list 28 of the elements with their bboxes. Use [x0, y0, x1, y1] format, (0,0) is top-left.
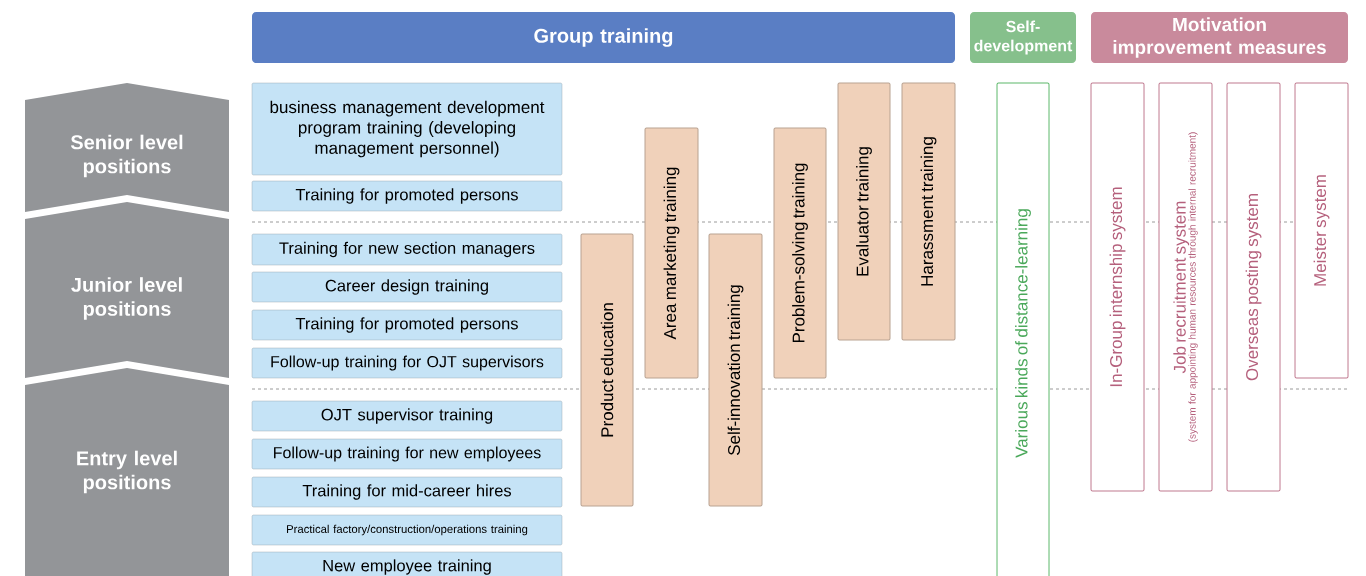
training-bar: Area marketing training [644, 127, 699, 379]
header-band: Motivation improvement measures [1091, 12, 1348, 63]
measure-bar: Job recruitment system (system for appointing human resources through internal recruitment) [1158, 82, 1213, 492]
training-box: business management development program training (developing management personnel) [251, 82, 563, 176]
training-box: New employee training [251, 551, 563, 576]
training-box: Training for mid-career hires [251, 476, 563, 508]
training-bar: Problem-solving training [773, 127, 827, 379]
training-box: Career design training [251, 271, 563, 303]
learning-bar: Various kinds of distance-learning [996, 82, 1050, 576]
header-band: Self-development [970, 12, 1076, 63]
training-bar: Harassment training [901, 82, 956, 341]
level-band: Senior level positions [25, 83, 229, 212]
measure-bar: Overseas posting system [1226, 82, 1281, 492]
training-bar: Self-innovation training [708, 233, 763, 507]
measure-bar: In-Group internship system [1090, 82, 1145, 492]
training-box: OJT supervisor training [251, 400, 563, 432]
training-bar: Product education [580, 233, 634, 507]
level-band: Junior level positions [25, 202, 229, 378]
training-box: Follow-up training for new employees [251, 438, 563, 470]
training-box: Training for promoted persons [251, 180, 563, 212]
training-box: Training for new section managers [251, 233, 563, 266]
training-box: Follow-up training for OJT supervisors [251, 347, 563, 379]
header-band: Group training [252, 12, 955, 63]
training-box: Practical factory/construction/operations training [251, 514, 563, 546]
training-box: Training for promoted persons [251, 309, 563, 341]
training-bar: Evaluator training [837, 82, 891, 341]
level-band: Entry level positions [25, 368, 229, 576]
measure-bar: Meister system [1294, 82, 1349, 379]
